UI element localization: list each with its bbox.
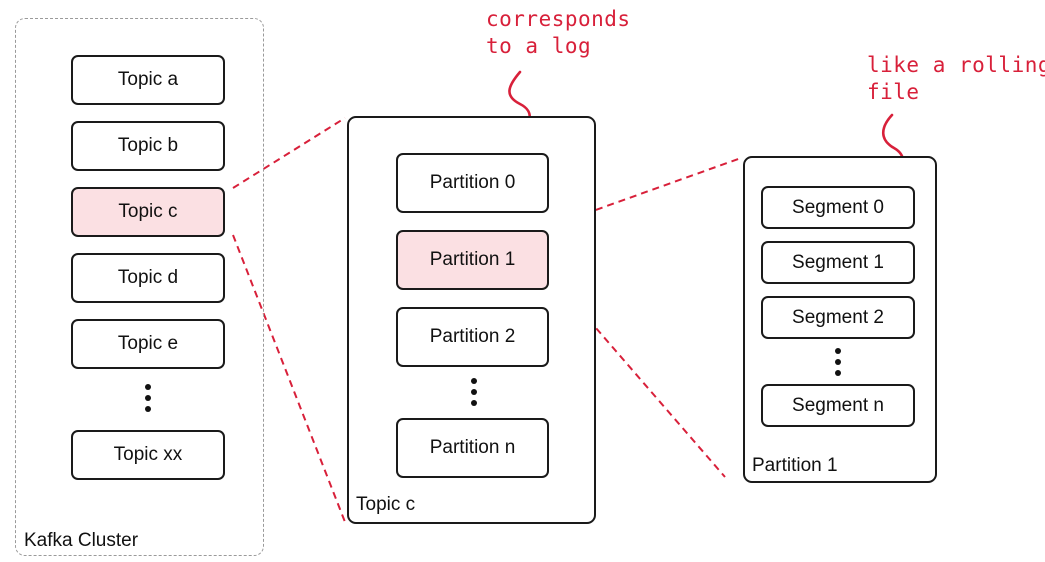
kafka-cluster-container: [15, 18, 264, 556]
topic-ellipsis: [144, 384, 152, 412]
segment-annotation-line-2: file: [867, 80, 920, 104]
topic-xx-box: Topic xx: [71, 430, 225, 480]
partition-1-box: Partition 1: [396, 230, 549, 290]
kafka-cluster-label: Kafka Cluster: [24, 530, 139, 551]
topic-container-label: Topic c: [356, 494, 416, 515]
segment-n-box: Segment n: [761, 384, 915, 427]
topic-e-box: Topic e: [71, 319, 225, 369]
partition-ellipsis: [470, 378, 478, 406]
partition-0-box: Partition 0: [396, 153, 549, 213]
segment-0-box: Segment 0: [761, 186, 915, 229]
segment-ellipsis: [834, 348, 842, 376]
partition-2-box: Partition 2: [396, 307, 549, 367]
partition-n-box: Partition n: [396, 418, 549, 478]
topic-a-box: Topic a: [71, 55, 225, 105]
log-annotation-line-2: to a log: [486, 34, 592, 58]
log-annotation: corresponds to a log: [486, 6, 631, 60]
segment-annotation: like a rolling file: [867, 52, 1045, 106]
topic-b-box: Topic b: [71, 121, 225, 171]
segment-annotation-line-1: like a rolling: [867, 53, 1045, 77]
segment-1-box: Segment 1: [761, 241, 915, 284]
topic-d-box: Topic d: [71, 253, 225, 303]
topic-c-box: Topic c: [71, 187, 225, 237]
partition-container-label: Partition 1: [752, 455, 838, 476]
log-annotation-line-1: corresponds: [486, 7, 631, 31]
segment-2-box: Segment 2: [761, 296, 915, 339]
